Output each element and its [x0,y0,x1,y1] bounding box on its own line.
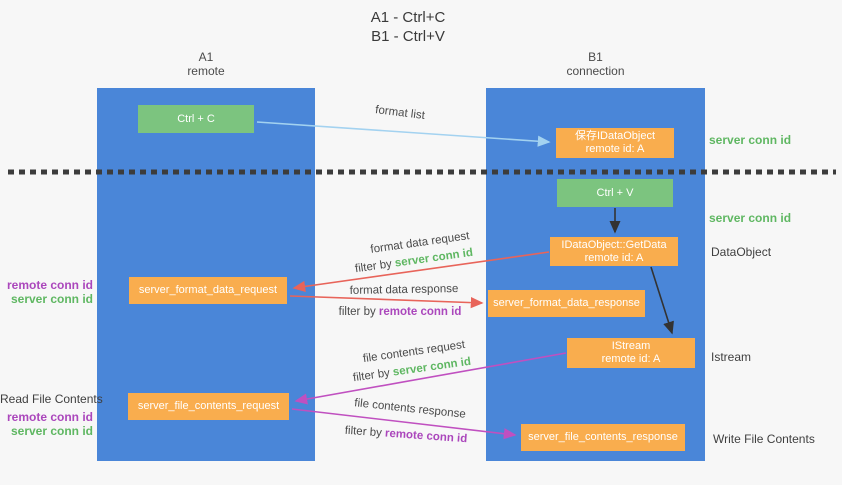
remote-conn-id-key: remote conn id [384,427,468,446]
filter-by-text: filter by [354,257,396,276]
node-save-dataobject: 保存IDataObject remote id: A [556,128,674,158]
node-server-file-contents-request-label: server_file_contents_request [137,400,280,412]
annotation-read-file-contents: Read File Contents [0,392,103,406]
filter-by-text: filter by [344,424,386,440]
annotation-server-conn-id-left-top: server conn id [10,292,93,306]
label-format-list: format list [374,104,426,122]
annotation-server-conn-id-mid: server conn id [709,211,792,225]
column-b-role: connection [566,64,625,78]
node-server-format-data-response-label: server_format_data_response [493,297,640,309]
node-server-file-contents-request: server_file_contents_request [128,393,289,420]
column-a-id: A1 [198,50,214,64]
label-file-contents-response: file contents response [353,397,467,421]
column-a-header: A1 remote [97,50,315,78]
label-filter-remote-conn-id-1: filter by remote conn id [339,306,462,318]
node-ctrl-v: Ctrl + V [557,179,673,207]
title-line-2: B1 - Ctrl+V [371,28,445,45]
label-format-data-response: format data response [349,283,459,297]
arrow-format-data-response [289,295,484,309]
annotation-remote-conn-id-left-bottom: remote conn id [6,410,93,424]
node-server-file-contents-response-label: server_file_contents_response [528,431,678,443]
node-istream-line1: IStream [611,340,651,352]
annotation-write-file-contents: Write File Contents [713,432,815,446]
label-filter-remote-conn-id-2: filter by remote conn id [344,425,467,446]
title-line-1: A1 - Ctrl+C [370,9,446,26]
node-server-file-contents-response: server_file_contents_response [521,424,685,451]
node-ctrl-v-label: Ctrl + V [596,186,634,199]
node-getdata-line2: remote id: A [584,251,644,264]
node-ctrl-c-label: Ctrl + C [177,112,215,125]
node-getdata: IDataObject::GetData remote id: A [550,237,678,266]
node-save-dataobject-line2: remote id: A [585,143,645,155]
node-server-format-data-request-label: server_format_data_request [138,284,278,296]
node-save-dataobject-line1: 保存IDataObject [574,130,656,142]
node-istream-line2: remote id: A [601,353,661,365]
annotation-server-conn-id-left-bottom: server conn id [10,424,93,438]
diagram-title: A1 - Ctrl+C B1 - Ctrl+V [308,8,508,46]
filter-by-text: filter by [352,366,394,385]
remote-conn-id-key: remote conn id [378,306,462,318]
node-istream: IStream remote id: A [567,338,695,368]
column-b-id: B1 [588,50,603,64]
column-a-role: remote [187,64,225,78]
annotation-dataobject: DataObject [711,245,772,259]
node-ctrl-c: Ctrl + C [138,105,254,133]
filter-by-text: filter by [338,306,379,318]
annotation-remote-conn-id-left-top: remote conn id [6,278,93,292]
annotation-server-conn-id-top: server conn id [709,133,792,147]
column-b-header: B1 connection [486,50,705,78]
node-server-format-data-response: server_format_data_response [488,290,645,317]
annotation-istream: Istream [711,350,752,364]
node-getdata-line1: IDataObject::GetData [561,238,667,251]
node-server-format-data-request: server_format_data_request [129,277,287,304]
